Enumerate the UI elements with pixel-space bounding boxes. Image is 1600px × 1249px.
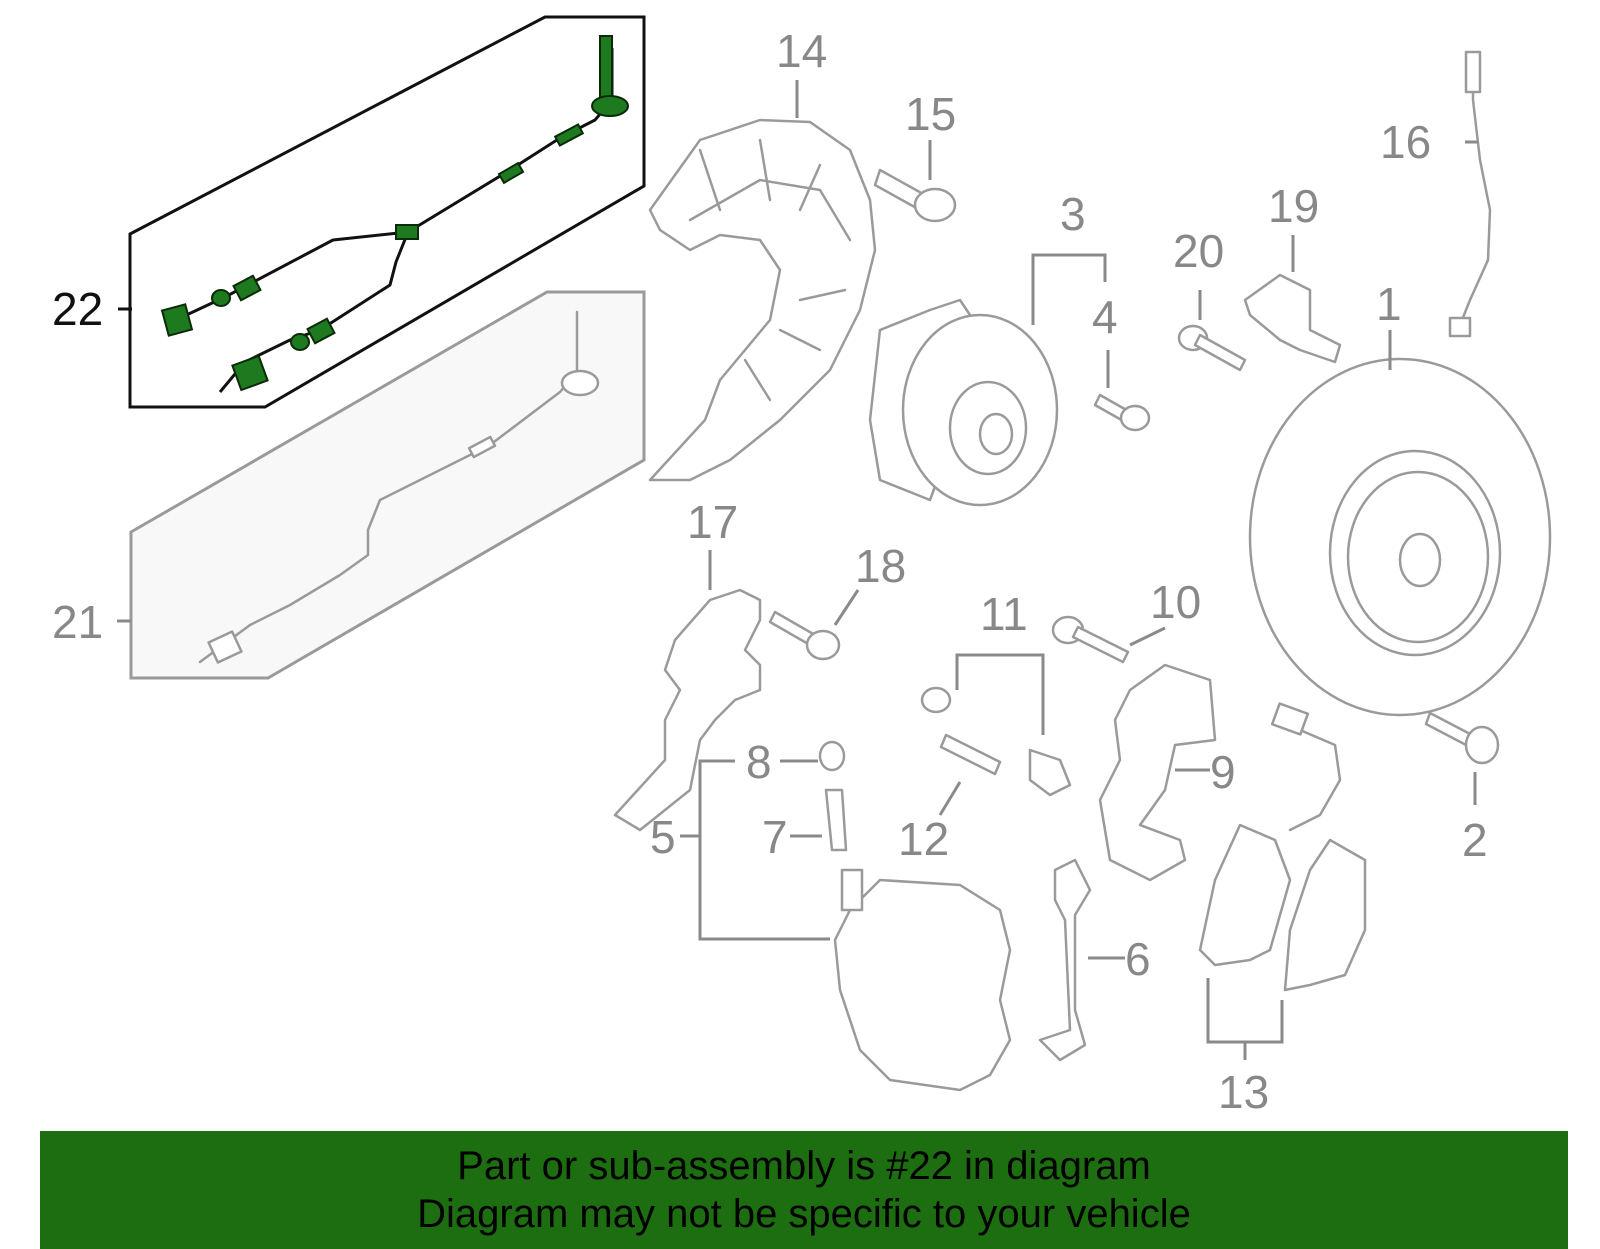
part-13-leader (1206, 978, 1284, 1044)
part-22-plug-a (160, 303, 194, 337)
part-9-shape (1098, 663, 1217, 882)
part-6-shape (1038, 858, 1092, 1062)
part-3-bore (978, 412, 1014, 456)
part-13-wear-wire (1288, 728, 1342, 832)
part-16-fitting-bottom (1448, 316, 1472, 338)
part-22-junction (395, 224, 419, 240)
part-15-bolt[interactable]: 15 (873, 88, 957, 223)
callout-4[interactable]: 4 (1092, 291, 1118, 343)
part-11-guide-kit[interactable]: 11 (920, 588, 1072, 797)
part-8-dust-cap[interactable]: 8 (746, 736, 846, 788)
callout-17[interactable]: 17 (687, 496, 738, 548)
part-1-bore (1398, 532, 1442, 588)
part-20-shank (1193, 333, 1247, 372)
part-12-leader (938, 781, 962, 816)
part-5-brake-caliper[interactable]: 5 (650, 759, 1012, 1092)
part-7-bleeder-valve[interactable]: 7 (762, 788, 848, 863)
part-12-shape (939, 733, 1002, 776)
part-22-grommet-b (290, 333, 310, 351)
part-10-shank (1071, 625, 1130, 664)
part-18-bolt[interactable]: 18 (768, 540, 906, 661)
part-12-guide-pin[interactable]: 12 (898, 733, 1002, 865)
callout-14[interactable]: 14 (776, 25, 827, 77)
part-4-head (1119, 404, 1151, 432)
callout-1[interactable]: 1 (1376, 278, 1402, 330)
part-21-clip (467, 435, 497, 459)
callout-2[interactable]: 2 (1462, 814, 1488, 866)
part-21-sensor-head (560, 369, 600, 397)
part-19-bracket[interactable]: 19 (1243, 180, 1342, 364)
part-17-bracket[interactable]: 17 (613, 496, 762, 832)
callout-16[interactable]: 16 (1380, 116, 1431, 168)
info-banner: Part or sub-assembly is #22 in diagram D… (40, 1131, 1568, 1249)
part-22-connector-b (306, 317, 336, 345)
part-3-leader (1031, 253, 1107, 325)
part-10-leader (1129, 626, 1166, 647)
part-16-fitting-top (1464, 50, 1482, 94)
part-22-grommet-a (211, 289, 231, 307)
callout-11[interactable]: 11 (980, 588, 1028, 640)
part-22-connector-a (232, 274, 262, 302)
part-2-head (1464, 725, 1500, 765)
part-13-wear-plug (1270, 702, 1310, 736)
part-22-clip-1 (553, 123, 585, 147)
part-1-brake-rotor[interactable]: 1 (1248, 278, 1552, 717)
callout-18[interactable]: 18 (855, 540, 906, 592)
part-11-bushing (1028, 748, 1072, 797)
part-5-body (833, 878, 1012, 1092)
part-20-bolt[interactable]: 20 (1173, 225, 1247, 372)
part-13-pad-outer (1283, 838, 1367, 992)
part-14-ribs (688, 138, 852, 402)
part-10-bolt[interactable]: 10 (1051, 576, 1201, 664)
callout-5[interactable]: 5 (650, 811, 676, 863)
callout-19[interactable]: 19 (1268, 180, 1319, 232)
part-11-leader (955, 653, 1045, 735)
part-13-pad-inner (1198, 823, 1292, 967)
part-14-splash-shield[interactable]: 14 (648, 25, 877, 482)
part-22-frame (128, 15, 646, 409)
callout-13[interactable]: 13 (1218, 1066, 1269, 1118)
part-16-brake-hose[interactable]: 16 (1380, 50, 1492, 338)
part-21-frame (129, 290, 646, 680)
banner-line-1: Part or sub-assembly is #22 in diagram (457, 1144, 1151, 1188)
part-15-head (913, 187, 957, 223)
part-11-cap (920, 686, 952, 714)
callout-8[interactable]: 8 (746, 736, 772, 788)
part-13-brake-pads[interactable]: 13 (1198, 702, 1367, 1118)
part-22-abs-sensor-harness[interactable]: 22 (52, 15, 646, 409)
callout-15[interactable]: 15 (905, 88, 956, 140)
part-19-shape (1243, 273, 1342, 364)
part-5-bleeder-seat (840, 868, 864, 912)
part-18-head (805, 629, 841, 661)
callout-6[interactable]: 6 (1125, 933, 1151, 985)
callout-9[interactable]: 9 (1210, 746, 1236, 798)
part-22-clip-2 (497, 161, 525, 185)
callout-7[interactable]: 7 (762, 811, 788, 863)
part-8-shape (818, 740, 846, 772)
callout-12[interactable]: 12 (898, 813, 949, 865)
part-3-wheel-hub[interactable]: 3 (868, 188, 1107, 507)
part-5-leader (698, 759, 830, 941)
part-22-plug-b (231, 354, 269, 392)
callout-21[interactable]: 21 (52, 596, 103, 648)
part-21-sensor-harness[interactable]: 21 (52, 290, 646, 680)
part-16-hose (1458, 53, 1492, 327)
part-9-caliper-bracket[interactable]: 9 (1098, 663, 1236, 882)
part-22-sensor-head (591, 95, 629, 117)
callout-10[interactable]: 10 (1150, 576, 1201, 628)
part-6-spring-clip[interactable]: 6 (1038, 858, 1151, 1062)
part-14-shape (648, 118, 877, 482)
part-18-leader (833, 589, 860, 626)
callout-3[interactable]: 3 (1060, 188, 1086, 240)
part-17-shape (613, 588, 762, 832)
part-2-rotor-screw[interactable]: 2 (1424, 711, 1500, 866)
part-7-shape (824, 788, 848, 852)
callout-20[interactable]: 20 (1173, 225, 1224, 277)
part-4-hub-bolt[interactable]: 4 (1092, 291, 1151, 432)
banner-line-2: Diagram may not be specific to your vehi… (417, 1192, 1191, 1236)
callout-22[interactable]: 22 (52, 283, 103, 335)
part-21-plug (207, 630, 243, 664)
